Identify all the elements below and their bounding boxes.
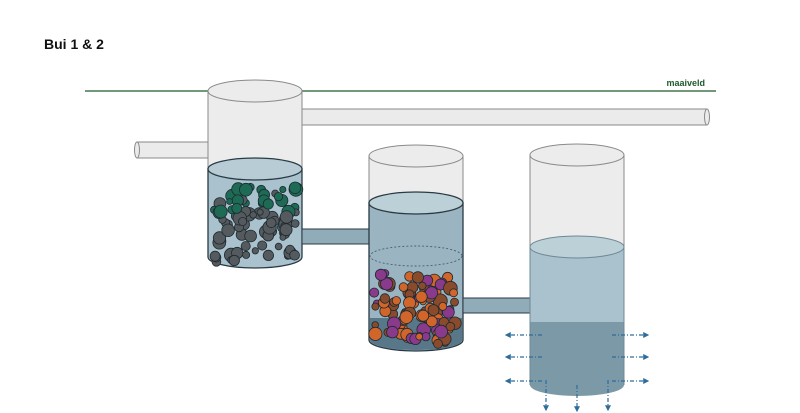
stone: [231, 202, 243, 214]
stone: [257, 240, 268, 251]
stone: [279, 185, 287, 193]
inflow-pipe-end: [134, 141, 140, 159]
stone: [415, 332, 424, 341]
stone: [209, 250, 221, 262]
tank-3-top: [529, 143, 625, 167]
stone: [371, 302, 380, 311]
diagram-title: Bui 1 & 2: [44, 36, 104, 52]
stone: [417, 309, 430, 322]
stone: [415, 290, 428, 303]
stone: [369, 287, 380, 298]
stone: [221, 223, 235, 238]
stone: [251, 247, 259, 255]
stone: [244, 229, 257, 243]
stone: [290, 219, 300, 228]
tank-2-top: [368, 144, 464, 168]
tank-3-water-surface: [529, 235, 625, 259]
stone: [238, 216, 248, 226]
stone: [391, 296, 401, 306]
tank-1-top: [207, 79, 303, 103]
overflow-pipe-end: [704, 108, 710, 126]
stone: [273, 192, 284, 202]
stone: [262, 249, 274, 261]
stone: [228, 254, 240, 267]
stone: [386, 325, 399, 339]
tank-1-water-surface: [207, 157, 303, 181]
stone: [418, 281, 427, 291]
stone: [288, 181, 302, 195]
stone: [213, 204, 228, 219]
connector-pipe-1: [301, 228, 373, 245]
infiltration-arrows: [504, 332, 650, 413]
stone: [425, 315, 438, 328]
ground-label: maaiveld: [666, 78, 705, 88]
stone: [450, 297, 459, 307]
connector-pipe-2: [462, 297, 536, 314]
stone: [279, 223, 293, 237]
stone: [427, 304, 440, 317]
stone: [239, 182, 253, 197]
stone: [240, 241, 251, 252]
tank-1: [134, 79, 710, 269]
stone: [279, 210, 294, 224]
tank-1-stones: [209, 181, 304, 267]
stone: [380, 277, 394, 291]
stone: [262, 198, 274, 210]
stone: [265, 217, 277, 229]
stone: [433, 338, 443, 349]
stone: [256, 208, 264, 216]
stone: [212, 231, 227, 245]
stone: [434, 324, 449, 339]
stone: [226, 198, 234, 205]
stone: [249, 211, 257, 219]
stone: [368, 326, 383, 341]
tank-2-dashed-level: [369, 245, 463, 267]
stone: [274, 242, 283, 251]
stone: [242, 250, 251, 259]
stone: [445, 321, 456, 332]
tank-2-water-surface: [368, 191, 464, 215]
stone: [411, 271, 424, 284]
inflow-pipe: [136, 141, 213, 159]
tank-3: [529, 143, 625, 396]
overflow-pipe: [297, 108, 708, 126]
stone: [399, 310, 414, 324]
tank-2: [368, 144, 464, 352]
stone: [449, 288, 459, 298]
stone: [438, 301, 448, 311]
stone: [398, 282, 409, 292]
stone: [374, 268, 387, 281]
tank-2-stones: [368, 268, 462, 349]
stone: [379, 293, 391, 304]
stone: [289, 249, 300, 261]
